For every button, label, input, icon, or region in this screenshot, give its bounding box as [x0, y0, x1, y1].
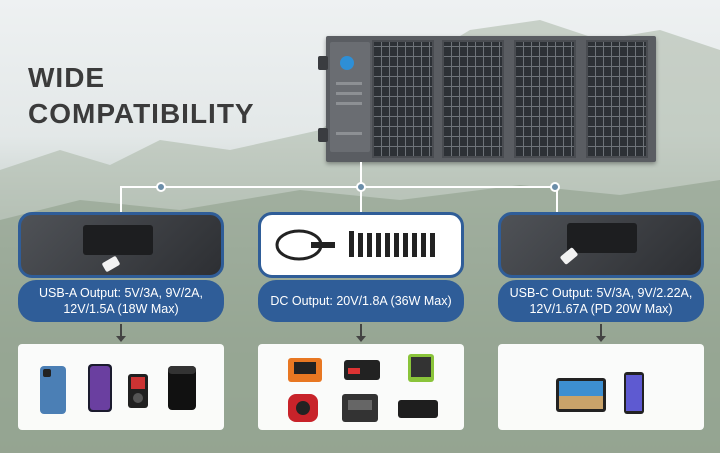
usb-a-output-line-2: 12V/1.5A (18W Max) [63, 302, 179, 316]
usb-a-devices-panel [18, 344, 224, 430]
panel-clip [318, 128, 328, 142]
usb-a-port-icon [83, 225, 153, 255]
usb-c-output-label: USB-C Output: 5V/3A, 9V/2.22A, 12V/1.67A… [498, 280, 704, 322]
phone-purple-icon [88, 364, 112, 412]
brand-logo-icon [340, 56, 354, 70]
usb-a-output-line-1: USB-A Output: 5V/3A, 9V/2A, [39, 286, 203, 300]
power-station-orange-icon [288, 358, 322, 382]
dc-output-label: DC Output: 20V/1.8A (36W Max) [258, 280, 464, 322]
solar-cell [372, 40, 434, 158]
dc-devices-panel [258, 344, 464, 430]
mp3-player-icon [128, 374, 148, 408]
usb-a-port-image [18, 212, 224, 278]
connector-node [356, 182, 366, 192]
solar-cell [442, 40, 504, 158]
down-arrow-icon [596, 324, 606, 342]
connector-node [550, 182, 560, 192]
phone-blue-icon [40, 366, 66, 414]
usb-a-output-label: USB-A Output: 5V/3A, 9V/2A, 12V/1.5A (18… [18, 280, 224, 322]
page-headline: WIDE COMPATIBILITY [28, 60, 308, 132]
usb-c-output-line-1: USB-C Output: 5V/3A, 9V/2.22A, [509, 286, 693, 300]
connector-line [556, 186, 558, 212]
solar-cell [586, 40, 648, 158]
solar-panel [318, 36, 656, 162]
solar-cell [514, 40, 576, 158]
power-station-red-icon [344, 360, 380, 380]
usb-c-output-line-2: 12V/1.67A (PD 20W Max) [529, 302, 673, 316]
panel-clip [318, 56, 328, 70]
power-station-red-round-icon [288, 394, 318, 422]
usb-c-devices-panel [498, 344, 704, 430]
power-bank-icon [168, 366, 196, 410]
dc-cable-icon [275, 229, 435, 261]
down-arrow-icon [356, 324, 366, 342]
dc-cable-image [258, 212, 464, 278]
usb-c-port-image [498, 212, 704, 278]
headline-line-2: COMPATIBILITY [28, 98, 255, 129]
connector-node [156, 182, 166, 192]
phone-icon [624, 372, 644, 414]
usb-c-port-icon [567, 223, 637, 253]
connector-line [120, 186, 122, 212]
down-arrow-icon [116, 324, 126, 342]
power-station-grey-icon [342, 394, 378, 422]
connector-line [360, 186, 362, 212]
power-bank-slim-icon [398, 400, 438, 418]
headline-line-1: WIDE [28, 62, 106, 93]
power-station-green-icon [408, 354, 434, 382]
panel-control-box [330, 42, 370, 152]
dc-output-line-1: DC Output: 20V/1.8A (36W Max) [270, 294, 452, 308]
usb-plug-icon [101, 255, 121, 273]
connector-line [120, 186, 558, 188]
tablet-icon [556, 378, 606, 412]
connector-line [360, 162, 362, 186]
